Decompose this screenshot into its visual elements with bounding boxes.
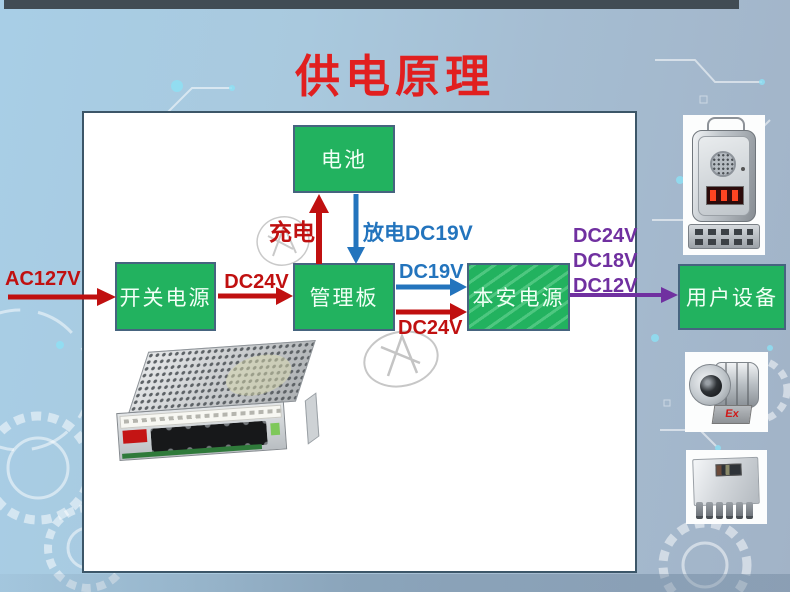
node-user-device: 用户设备 <box>678 264 786 330</box>
label-ac-input: AC127V <box>5 268 81 290</box>
sensor-slot-row <box>695 229 753 235</box>
sensor-led-display <box>706 186 744 205</box>
camera-lens-icon <box>700 375 722 397</box>
label-charge: 充电 <box>269 220 315 245</box>
node-intrinsically-safe-psu-label: 本安电源 <box>472 286 565 310</box>
label-out-dc12v: DC12V <box>573 275 638 297</box>
node-battery: 电池 <box>293 125 395 193</box>
node-battery-label: 电池 <box>321 148 367 172</box>
switching-psu-photo <box>94 339 320 475</box>
label-discharge: 放电DC19V <box>363 222 473 245</box>
junction-box-label <box>715 463 742 477</box>
gas-sensor-photo <box>683 115 765 255</box>
sensor-body <box>692 130 756 222</box>
camera-ex-badge: Ex <box>724 408 740 420</box>
sensor-slot-row <box>695 239 753 245</box>
node-switching-psu: 开关电源 <box>115 262 216 331</box>
label-dc24v-psu-mgmt: DC24V <box>224 271 289 293</box>
junction-box-photo <box>686 450 767 524</box>
sensor-speaker-icon <box>710 151 736 177</box>
node-management-board: 管理板 <box>293 263 395 331</box>
label-dc24v-lower: DC24V <box>398 317 463 339</box>
camera-mount: Ex <box>711 405 753 424</box>
label-out-dc24v: DC24V <box>573 225 638 247</box>
bottom-edge-bar <box>0 574 790 592</box>
psu-indicator <box>270 422 281 436</box>
psu-perforated-top <box>128 340 316 414</box>
junction-box-body <box>692 456 760 507</box>
node-management-board-label: 管理板 <box>309 286 379 310</box>
sensor-hanger-icon <box>707 117 745 133</box>
label-dc19v: DC19V <box>399 261 464 283</box>
camera-lens-ring <box>689 364 731 406</box>
page-title: 供电原理 <box>294 52 495 102</box>
junction-cable-glands <box>696 502 760 520</box>
node-switching-psu-label: 开关电源 <box>119 285 212 310</box>
node-intrinsically-safe-psu: 本安电源 <box>467 263 570 331</box>
psu-front-face <box>116 401 288 462</box>
explosion-proof-camera-photo: Ex <box>685 352 768 432</box>
label-out-dc18v: DC18V <box>573 250 638 272</box>
sensor-button-icon <box>741 167 745 171</box>
psu-brand-label <box>122 429 148 444</box>
sensor-terminal-base <box>688 224 760 249</box>
node-user-device-label: 用户设备 <box>686 286 778 310</box>
top-edge-bar <box>4 0 739 9</box>
